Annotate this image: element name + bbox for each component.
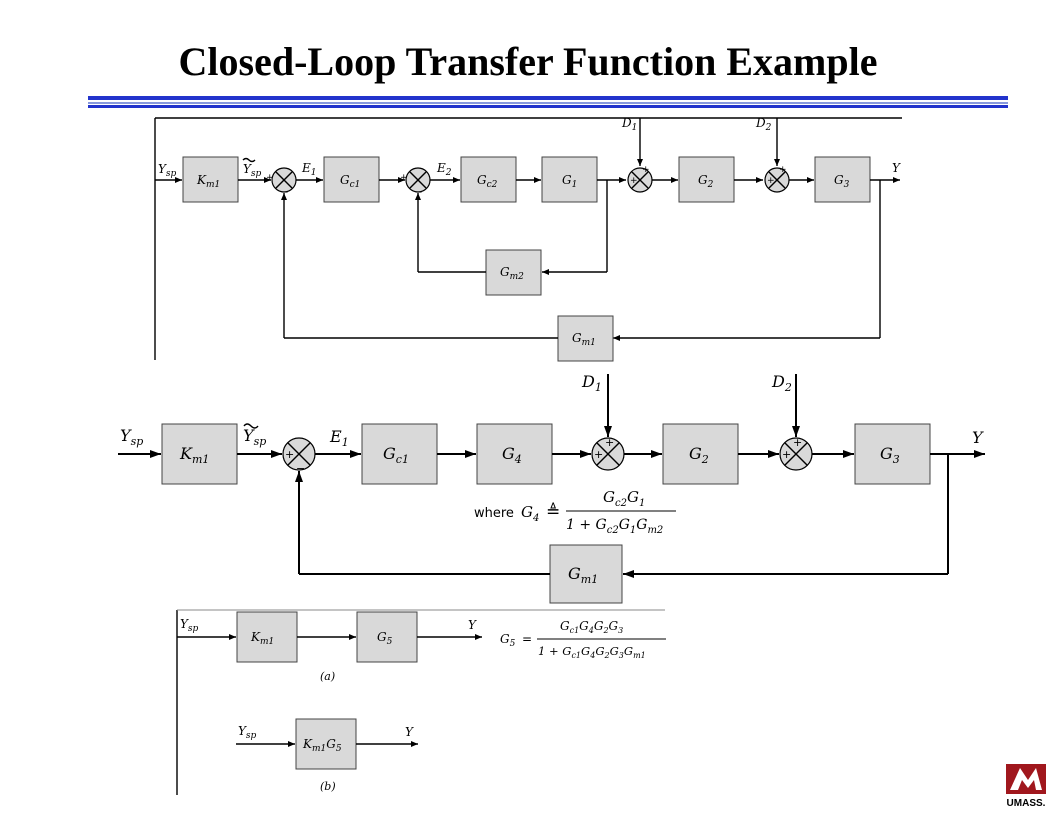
- svg-text:where: where: [474, 506, 514, 521]
- svg-text:−: −: [296, 462, 305, 475]
- block-g3-label: G3: [834, 173, 850, 190]
- svg-text:=: =: [522, 632, 532, 646]
- block-km1-mid-label: Km1: [179, 444, 209, 466]
- block-g2-label: G2: [698, 173, 714, 190]
- slide-title: Closed-Loop Transfer Function Example: [178, 39, 878, 84]
- svg-text:Ysp: Ysp: [180, 617, 199, 634]
- caption-b: (b): [320, 780, 336, 793]
- block-g1: [541, 156, 598, 203]
- label-y-mid: Y: [972, 428, 984, 447]
- svg-text:1 + Gc2G1Gm2: 1 + Gc2G1Gm2: [566, 517, 663, 536]
- svg-text:Ysp: Ysp: [238, 724, 257, 741]
- svg-text:Km1: Km1: [250, 630, 274, 647]
- g4-definition: where G4 ≜ Gc2G1 1 + Gc2G1Gm2: [474, 488, 676, 536]
- svg-text:+: +: [642, 165, 650, 175]
- svg-text:+: +: [605, 436, 614, 449]
- svg-text:+: +: [767, 176, 775, 186]
- label-d2: D2: [755, 116, 772, 133]
- svg-text:Gc1G4G2G3: Gc1G4G2G3: [560, 619, 623, 635]
- umass-logo: UMASS.: [1006, 764, 1046, 809]
- diagram-a: Ysp Km1 G5 Y G5 = Gc1G4G2G3 1 + Gc1G4G2G…: [176, 609, 666, 795]
- block-g1-label: G1: [562, 173, 577, 190]
- block-g2: [678, 156, 735, 203]
- label-ysp-tilde: Ysp: [243, 162, 262, 179]
- block-gc2: [460, 156, 517, 203]
- svg-text:+: +: [285, 448, 294, 461]
- label-e2: E2: [436, 161, 452, 178]
- block-km1: [182, 156, 239, 203]
- label-d1-mid: D1: [581, 372, 602, 394]
- block-gc1-mid: [361, 423, 438, 485]
- block-g3: [814, 156, 871, 203]
- svg-text:Y: Y: [405, 725, 414, 739]
- block-gm1-mid-label: Gm1: [568, 564, 598, 586]
- block-gc1-mid-label: Gc1: [383, 444, 409, 466]
- block-km1g5-b: [295, 718, 357, 770]
- svg-text:+: +: [266, 173, 274, 183]
- svg-text:+: +: [400, 173, 408, 183]
- svg-text:+: +: [779, 165, 787, 175]
- label-d2-mid: D2: [771, 372, 792, 394]
- diagram-b: Ysp Km1G5 Y (b): [236, 718, 418, 793]
- label-ysp-tilde-mid: Ysp: [243, 426, 266, 448]
- block-km1-mid: [161, 423, 238, 485]
- block-g2-mid-label: G2: [689, 444, 709, 466]
- label-d1: D1: [621, 116, 637, 133]
- label-e1-mid: E1: [329, 427, 349, 449]
- svg-text:−: −: [415, 188, 423, 198]
- diagram-top: Ysp Km1 Ysp + − E1 Gc1 + − E2 Gc2 G1: [154, 116, 902, 362]
- diagram-middle: Ysp Km1 Ysp Y + − E1 Gc1 G4 D1 + + G2 D: [118, 372, 985, 604]
- svg-text:G5: G5: [377, 630, 393, 647]
- svg-text:+: +: [793, 436, 802, 449]
- svg-text:+: +: [594, 448, 603, 461]
- svg-text:Gc2G1: Gc2G1: [603, 488, 645, 509]
- block-gc1: [323, 156, 380, 203]
- block-gc2-label: Gc2: [477, 173, 498, 190]
- block-km1-a: [236, 611, 298, 663]
- caption-a: (a): [320, 670, 335, 683]
- label-ysp-mid: Ysp: [120, 426, 143, 448]
- svg-text:Y: Y: [468, 618, 477, 632]
- block-g4-mid: [476, 423, 553, 485]
- g5-definition: G5 = Gc1G4G2G3 1 + Gc1G4G2G3Gm1: [500, 619, 666, 660]
- block-gm1-mid: [549, 544, 623, 604]
- title-underline: [88, 96, 1008, 108]
- svg-text:+: +: [782, 448, 791, 461]
- block-gm1: [557, 315, 614, 362]
- svg-text:UMASS.: UMASS.: [1007, 798, 1046, 809]
- block-gc1-label: Gc1: [340, 173, 360, 190]
- svg-text:≜: ≜: [546, 502, 560, 522]
- svg-text:G5: G5: [500, 632, 516, 649]
- block-g5-a: [356, 611, 418, 663]
- block-g3-mid-label: G3: [880, 444, 900, 466]
- label-ysp: Ysp: [158, 162, 177, 179]
- block-g2-mid: [662, 423, 739, 485]
- svg-text:+: +: [630, 176, 638, 186]
- svg-text:Km1G5: Km1G5: [302, 737, 342, 754]
- block-g4-mid-label: G4: [502, 444, 522, 466]
- svg-text:G4: G4: [521, 503, 539, 524]
- block-gm2: [485, 249, 542, 296]
- block-gm1-label: Gm1: [572, 331, 596, 348]
- svg-text:1 + Gc1G4G2G3Gm1: 1 + Gc1G4G2G3Gm1: [538, 644, 646, 660]
- block-km1-label: Km1: [196, 173, 220, 190]
- label-y: Y: [892, 161, 901, 175]
- block-g3-mid: [854, 423, 931, 485]
- block-gm2-label: Gm2: [500, 265, 524, 282]
- svg-text:−: −: [281, 188, 289, 198]
- label-e1: E1: [301, 161, 317, 178]
